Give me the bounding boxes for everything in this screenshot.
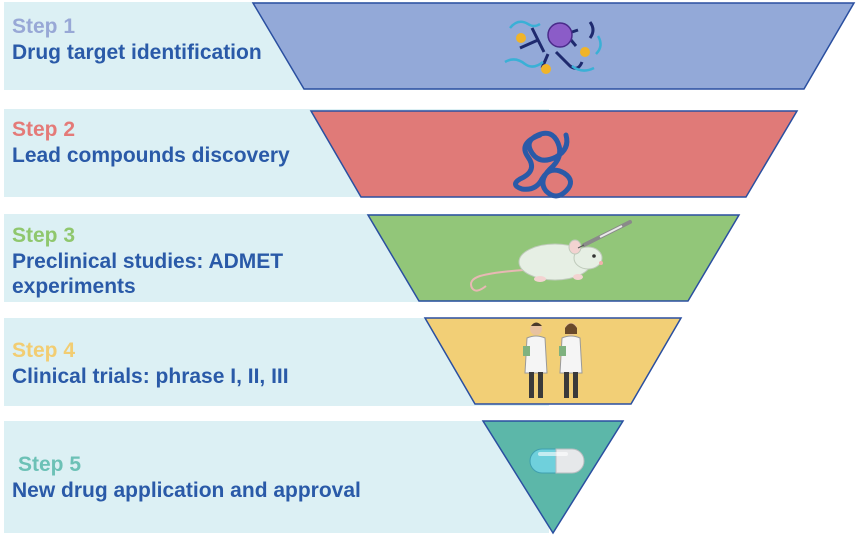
step-1-text: Step 1 Drug target identification	[12, 14, 262, 65]
step-2-text: Step 2 Lead compounds discovery	[12, 117, 290, 168]
funnel-layer-2	[309, 110, 799, 198]
protein-network-icon	[504, 20, 602, 74]
lab-mouse-injection-icon	[470, 220, 632, 292]
step-1-description: Drug target identification	[12, 40, 262, 64]
funnel-layer-1	[251, 2, 856, 90]
step-2-description: Lead compounds discovery	[12, 143, 290, 167]
step-1-title: Step 1	[12, 15, 76, 38]
step-4-title: Step 4	[12, 339, 76, 362]
capsule-icon	[529, 448, 585, 474]
step-2-title: Step 2	[12, 118, 76, 141]
molecule-chain-icon	[513, 130, 573, 199]
step-5-title: Step 5	[18, 453, 82, 476]
step-5-band	[4, 421, 549, 533]
step-4-text: Step 4 Clinical trials: phrase I, II, II…	[12, 338, 289, 389]
step-3-text: Step 3 Preclinical studies: ADMET experi…	[12, 223, 283, 300]
funnel-layer-4	[423, 317, 683, 405]
step-5-description: New drug application and approval	[12, 478, 361, 502]
step-4-description: Clinical trials: phrase I, II, III	[12, 364, 289, 388]
step-3-description: Preclinical studies: ADMET experiments	[12, 249, 284, 299]
step-3-title: Step 3	[12, 224, 76, 247]
step-5-text: Step 5 New drug application and approval	[12, 452, 361, 503]
funnel-layer-5	[481, 420, 625, 535]
clinicians-icon	[523, 322, 583, 398]
